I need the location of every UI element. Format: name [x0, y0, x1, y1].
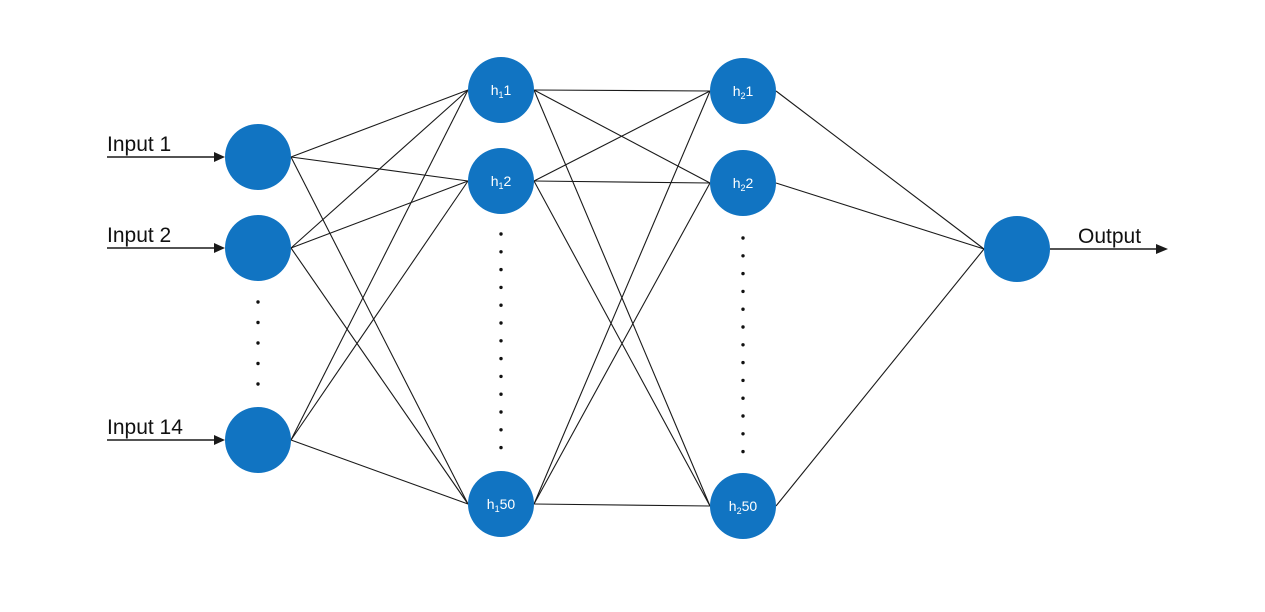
input-label-in14: Input 14 — [107, 416, 183, 439]
input-node-in14 — [225, 407, 291, 473]
edge-h1_1-h2_1 — [533, 89, 711, 92]
edge-h1_50-h2_2 — [533, 182, 711, 505]
hidden2-ellipsis-dot — [741, 432, 745, 436]
node-label-h1_1: h11 — [491, 82, 512, 100]
ellipsis-dots — [256, 232, 745, 454]
hidden1-ellipsis-dot — [499, 339, 503, 343]
hidden1-ellipsis-dot — [499, 250, 503, 254]
io-arrows — [107, 152, 1168, 445]
node-label-index: 50 — [742, 498, 758, 514]
edge-in14-h1_1 — [290, 89, 469, 441]
hidden1-node-h1_50 — [468, 471, 534, 537]
output-arrowhead-icon — [1156, 244, 1168, 254]
node-label-h2_1: h21 — [733, 83, 754, 101]
hidden1-node-h1_2 — [468, 148, 534, 214]
edge-h2_50-out — [775, 248, 985, 507]
node-label-subscript: 1 — [498, 90, 503, 100]
hidden2-ellipsis-dot — [741, 325, 745, 329]
hidden1-ellipsis-dot — [499, 445, 503, 450]
hidden2-ellipsis-dot — [741, 236, 745, 240]
node-label-index: 1 — [504, 82, 512, 98]
hidden2-ellipsis-dot — [741, 396, 745, 400]
hidden2-ellipsis-dot — [741, 414, 745, 418]
node-label-subscript: 1 — [495, 504, 500, 514]
node-label-base: h — [491, 173, 499, 189]
output-node — [984, 216, 1050, 282]
edge-h2_2-out — [775, 182, 985, 250]
hidden2-ellipsis-dot — [741, 343, 745, 347]
input-node-in2 — [225, 215, 291, 281]
hidden1-ellipsis-dot — [499, 232, 503, 236]
hidden1-ellipsis-dot — [499, 285, 503, 290]
node-label-subscript: 2 — [737, 506, 742, 516]
node-label-base: h — [491, 82, 499, 98]
edge-h1_50-h2_50 — [533, 503, 711, 507]
io-labels: Input 1 Input 2 Input 14 Output — [107, 133, 1141, 439]
input-arrowhead-icon — [214, 152, 225, 162]
input-ellipsis-dot — [256, 382, 260, 386]
edge-in1-h1_1 — [290, 89, 469, 158]
node-label-index: 50 — [500, 496, 516, 512]
hidden2-ellipsis-dot — [741, 271, 745, 276]
hidden1-ellipsis-dot — [499, 374, 503, 379]
input-ellipsis-dot — [256, 320, 260, 325]
edge-h1_2-h2_1 — [533, 90, 711, 182]
hidden2-node-h2_50 — [710, 473, 776, 539]
edge-h2_1-out — [775, 90, 985, 250]
node-label-h2_50: h250 — [729, 498, 758, 516]
hidden2-ellipsis-dot — [741, 360, 745, 365]
node-label-index: 2 — [746, 175, 754, 191]
node-label-base: h — [733, 175, 741, 191]
input-label-in2: Input 2 — [107, 224, 171, 247]
hidden1-ellipsis-dot — [499, 267, 503, 272]
input-ellipsis-dot — [256, 361, 260, 366]
node-label-h1_50: h150 — [487, 496, 516, 514]
hidden1-ellipsis-dot — [499, 321, 503, 325]
node-label-index: 1 — [746, 83, 754, 99]
node-label-index: 2 — [504, 173, 512, 189]
hidden2-ellipsis-dot — [741, 449, 745, 454]
hidden1-node-h1_1 — [468, 57, 534, 123]
input-ellipsis-dot — [256, 300, 260, 304]
node-label-h1_2: h12 — [491, 173, 512, 191]
edge-in2-h1_2 — [290, 180, 469, 249]
edge-h1_2-h2_2 — [533, 180, 711, 184]
edge-in2-h1_1 — [290, 89, 469, 249]
hidden2-ellipsis-dot — [741, 307, 745, 311]
hidden2-node-h2_2 — [710, 150, 776, 216]
edge-in2-h1_50 — [290, 247, 469, 505]
node-label-subscript: 2 — [740, 183, 745, 193]
edge-in14-h1_2 — [290, 180, 469, 441]
node-label-base: h — [729, 498, 737, 514]
input-arrowhead-icon — [214, 435, 225, 445]
input-ellipsis-dot — [256, 341, 260, 345]
hidden2-ellipsis-dot — [741, 254, 745, 258]
node-label-subscript: 2 — [740, 91, 745, 101]
output-label: Output — [1078, 225, 1141, 248]
hidden1-ellipsis-dot — [499, 303, 503, 307]
edge-in14-h1_50 — [290, 439, 469, 505]
node-label-h2_2: h22 — [733, 175, 754, 193]
hidden2-ellipsis-dot — [741, 378, 745, 383]
node-label-subscript: 1 — [498, 181, 503, 191]
input-arrowhead-icon — [214, 243, 225, 253]
connection-edges — [290, 89, 985, 507]
hidden1-ellipsis-dot — [499, 356, 503, 361]
input-label-in1: Input 1 — [107, 133, 171, 156]
edge-in1-h1_50 — [290, 156, 469, 505]
hidden2-ellipsis-dot — [741, 289, 745, 294]
node-label-base: h — [487, 496, 495, 512]
hidden1-ellipsis-dot — [499, 392, 503, 396]
input-node-in1 — [225, 124, 291, 190]
hidden1-ellipsis-dot — [499, 410, 503, 414]
edge-h1_50-h2_1 — [533, 90, 711, 505]
node-label-base: h — [733, 83, 741, 99]
hidden1-ellipsis-dot — [499, 428, 503, 432]
hidden2-node-h2_1 — [710, 58, 776, 124]
